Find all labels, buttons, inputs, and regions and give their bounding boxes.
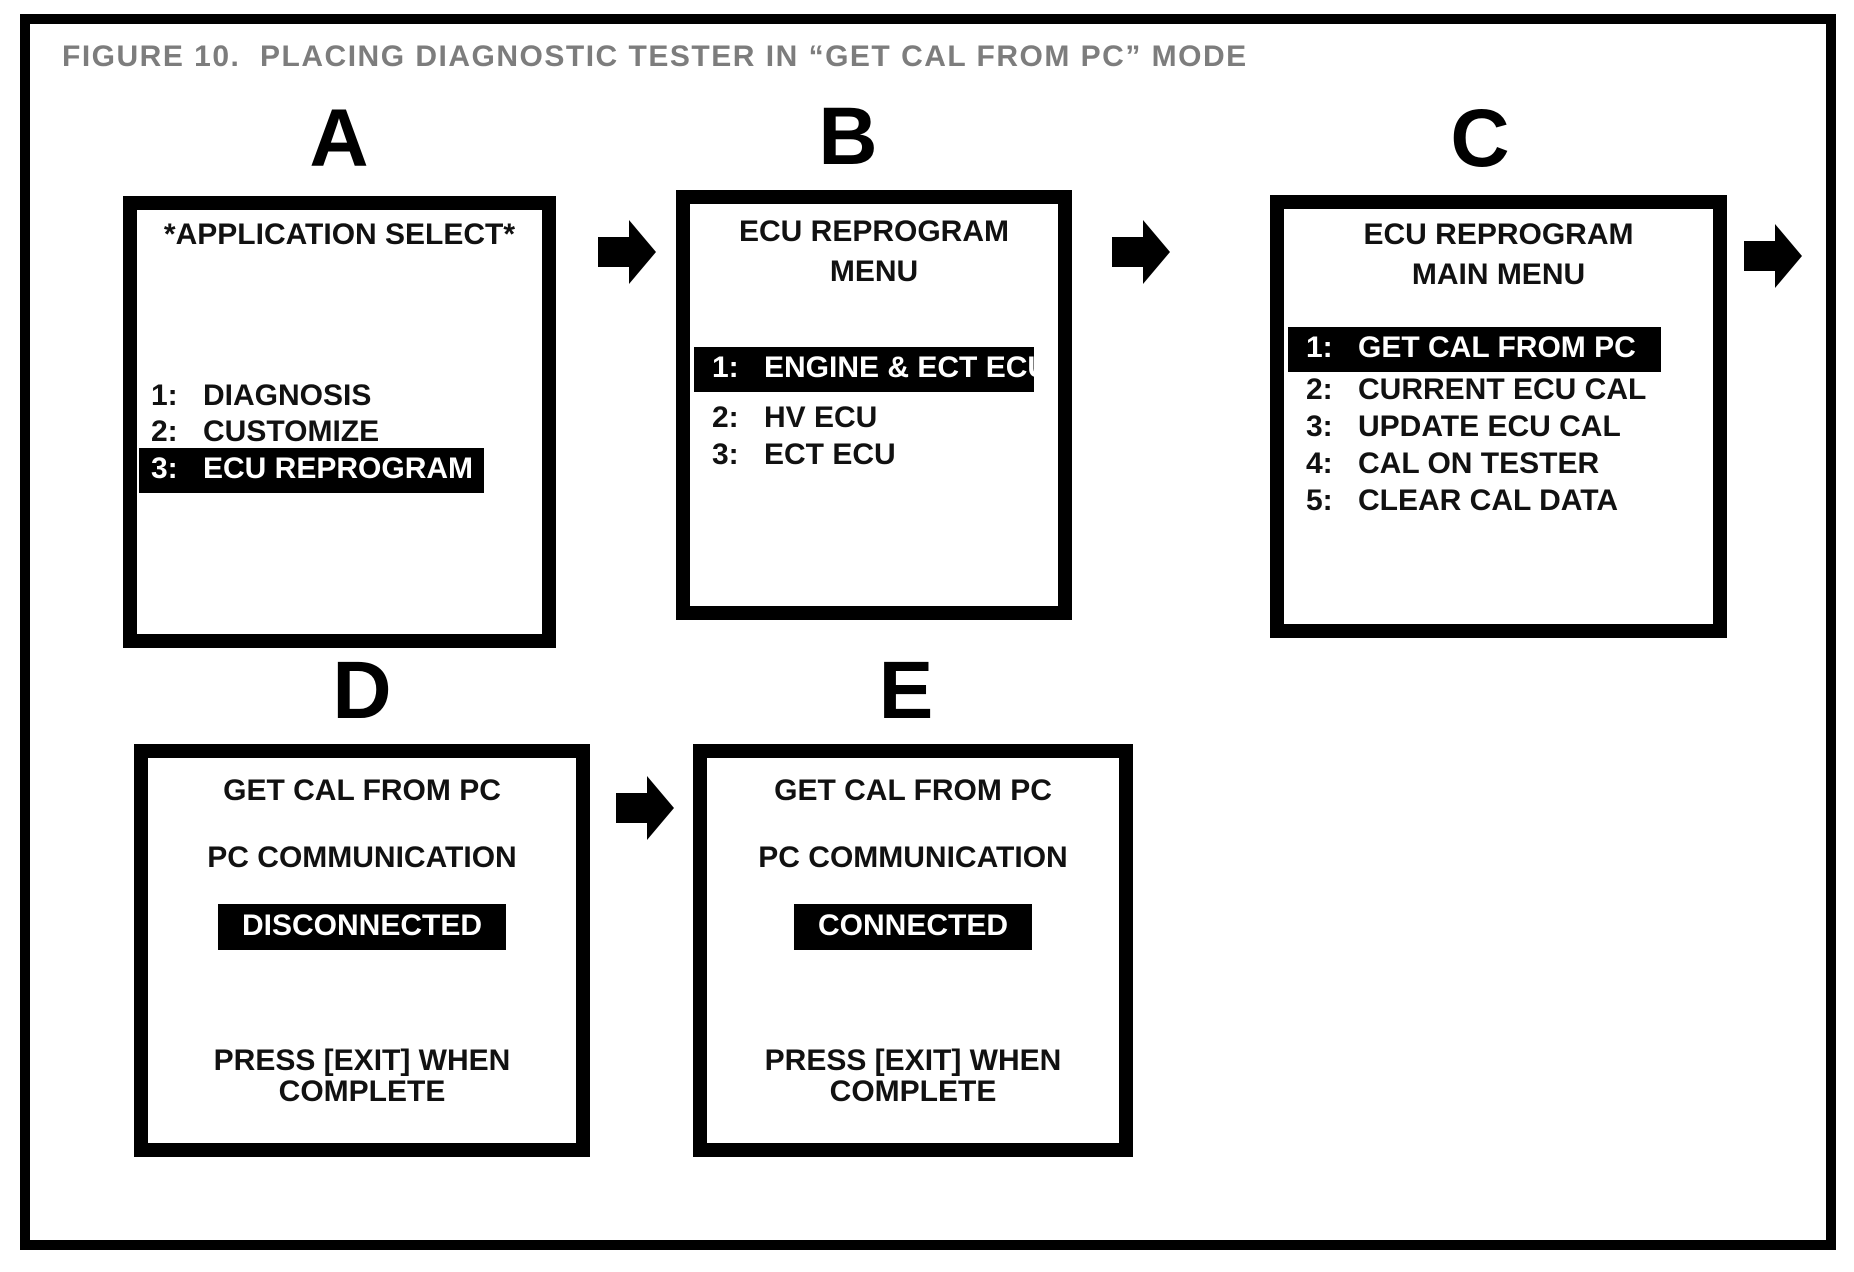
- step-label-d: D: [332, 645, 392, 736]
- tester-screen-pc-comm-disconnected: GET CAL FROM PC PC COMMUNICATION DISCONN…: [134, 744, 590, 1157]
- screen-title-line2: MENU: [829, 255, 919, 288]
- step-label-b: B: [818, 91, 878, 182]
- tester-screen-application-select: *APPLICATION SELECT* 1: DIAGNOSIS 2: CUSTO…: [123, 196, 556, 648]
- pc-communication-label: PC COMMUNICATION: [758, 841, 1068, 874]
- menu-item-number: 1:: [712, 351, 739, 384]
- footer-line2: COMPLETE: [829, 1075, 997, 1108]
- menu-item-text: CURRENT ECU CAL: [1358, 373, 1647, 406]
- screen-title-line1: ECU REPROGRAM: [738, 215, 1009, 248]
- tester-screen-ecu-reprogram-menu: ECU REPROGRAM MENU 1: ENGINE & ECT ECU 2: H…: [676, 190, 1072, 620]
- screen-title-line1: ECU REPROGRAM: [1363, 218, 1634, 251]
- step-label-e: E: [878, 645, 934, 736]
- tester-screen-pc-comm-connected: GET CAL FROM PC PC COMMUNICATION CONNECT…: [693, 744, 1133, 1157]
- menu-item-text: CAL ON TESTER: [1358, 447, 1600, 480]
- arrow-right-icon: [1112, 220, 1170, 284]
- menu-item-number: 1:: [1306, 331, 1333, 364]
- menu-item-number: 2:: [151, 415, 178, 448]
- menu-item-clear-cal-data: 5: CLEAR CAL DATA: [1306, 484, 1618, 518]
- menu-item-text: UPDATE ECU CAL: [1358, 410, 1621, 443]
- footer-line1: PRESS [EXIT] WHEN: [213, 1044, 511, 1077]
- menu-item-customize: 2: CUSTOMIZE: [151, 415, 379, 449]
- menu-item-number: 3:: [1306, 410, 1333, 443]
- menu-item-text: DIAGNOSIS: [203, 379, 372, 412]
- footer-line2: COMPLETE: [278, 1075, 446, 1108]
- arrow-right-icon: [598, 220, 656, 284]
- tester-screen-ecu-reprogram-main-menu: ECU REPROGRAM MAIN MENU 1: GET CAL FROM PC…: [1270, 195, 1727, 638]
- menu-item-text: CUSTOMIZE: [203, 415, 380, 448]
- figure-title: FIGURE 10. PLACING DIAGNOSTIC TESTER IN …: [62, 40, 1248, 73]
- menu-item-ect-ecu: 3: ECT ECU: [712, 438, 896, 472]
- menu-item-update-ecu-cal: 3: UPDATE ECU CAL: [1306, 410, 1621, 444]
- menu-item-number: 3:: [712, 438, 739, 471]
- menu-item-text: ECU REPROGRAM: [203, 452, 474, 485]
- status-badge-disconnected: DISCONNECTED: [217, 904, 507, 950]
- step-label-c: C: [1450, 93, 1510, 184]
- menu-item-number: 1:: [151, 379, 178, 412]
- screen-title: *APPLICATION SELECT*: [163, 218, 516, 251]
- pc-communication-label: PC COMMUNICATION: [207, 841, 517, 874]
- screen-title: ECU REPROGRAM MENU: [690, 212, 1058, 292]
- menu-item-text: CLEAR CAL DATA: [1358, 484, 1618, 517]
- menu-item-engine-ect-ecu-selected: 1: ENGINE & ECT ECU: [694, 347, 1049, 392]
- menu-item-text: HV ECU: [764, 401, 878, 434]
- menu-item-hv-ecu: 2: HV ECU: [712, 401, 877, 435]
- menu-item-text: ECT ECU: [764, 438, 896, 471]
- menu-item-ecu-reprogram-selected: 3: ECU REPROGRAM: [139, 448, 484, 493]
- menu-item-number: 5:: [1306, 484, 1333, 517]
- footer-line1: PRESS [EXIT] WHEN: [764, 1044, 1062, 1077]
- menu-item-text: ENGINE & ECT ECU: [764, 351, 1050, 384]
- status-badge-connected: CONNECTED: [793, 904, 1033, 950]
- arrow-right-icon: [616, 776, 674, 840]
- step-label-a: A: [309, 93, 369, 184]
- arrow-right-icon: [1744, 224, 1802, 288]
- menu-item-cal-on-tester: 4: CAL ON TESTER: [1306, 447, 1599, 481]
- menu-item-current-ecu-cal: 2: CURRENT ECU CAL: [1306, 373, 1646, 407]
- menu-item-number: 2:: [1306, 373, 1333, 406]
- screen-heading: GET CAL FROM PC: [223, 774, 501, 807]
- menu-item-text: GET CAL FROM PC: [1358, 331, 1636, 364]
- menu-item-number: 2:: [712, 401, 739, 434]
- screen-heading: GET CAL FROM PC: [774, 774, 1052, 807]
- screen-title: ECU REPROGRAM MAIN MENU: [1284, 215, 1713, 295]
- menu-item-number: 3:: [151, 452, 178, 485]
- menu-item-number: 4:: [1306, 447, 1333, 480]
- menu-item-get-cal-from-pc-selected: 1: GET CAL FROM PC: [1288, 327, 1661, 372]
- menu-item-diagnosis: 1: DIAGNOSIS: [151, 379, 371, 413]
- screen-title-line2: MAIN MENU: [1411, 258, 1586, 291]
